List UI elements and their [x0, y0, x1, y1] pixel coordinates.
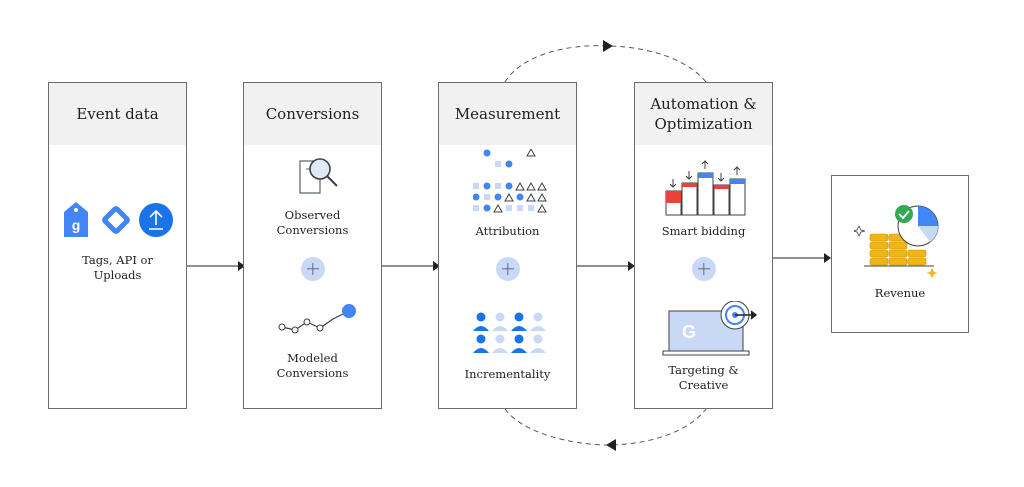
attribution-label: Attribution — [475, 224, 540, 238]
stage-title: Measurement — [439, 83, 576, 145]
bid-bars-icon — [664, 155, 748, 221]
trend-line-icon — [277, 301, 357, 339]
modeled-conversions-label: Modeled Conversions — [276, 351, 349, 380]
laptop-target-icon: G — [661, 300, 761, 361]
loop-top-dashed — [504, 45, 707, 83]
connector-arrow-1 — [238, 261, 245, 271]
coins-pie-icon — [852, 204, 946, 288]
targeting-creative-label: Targeting & Creative — [668, 363, 739, 392]
plus-icon — [301, 257, 325, 281]
upload-icon — [138, 202, 174, 242]
stage-conversions: Conversions Observed Conversions Modeled… — [243, 82, 382, 409]
revenue-label: Revenue — [874, 286, 926, 300]
incrementality-label: Incrementality — [464, 367, 551, 381]
stage-title: Automation & Optimization — [635, 83, 772, 145]
outcome-revenue: Revenue — [831, 175, 969, 333]
stage-automation-optimization: Automation & Optimization Sma — [634, 82, 773, 409]
stage-measurement: Measurement Attribution — [438, 82, 577, 409]
svg-text:G: G — [682, 322, 696, 342]
loop-back-arrow — [606, 439, 616, 451]
stage-title: Event data — [49, 83, 186, 145]
attribution-dots-icon — [472, 147, 547, 217]
tag-manager-icon — [98, 202, 134, 242]
smart-bidding-label: Smart bidding — [661, 224, 746, 238]
svg-text:g: g — [72, 217, 81, 233]
connector-arrow-3 — [628, 261, 635, 271]
connector-arrow-2 — [433, 261, 440, 271]
stage-title: Conversions — [244, 83, 381, 145]
google-tag-icon: g — [62, 200, 90, 244]
plus-icon — [496, 257, 520, 281]
observed-conversions-label: Observed Conversions — [276, 208, 349, 237]
loop-forward-arrow — [603, 40, 613, 52]
magnifier-document-icon — [296, 155, 342, 199]
plus-icon — [692, 257, 716, 281]
connector-arrow-4 — [824, 253, 831, 263]
loop-bottom-dashed — [504, 408, 707, 446]
people-groups-icon — [473, 312, 547, 358]
tags-api-uploads-label: Tags, API or Uploads — [82, 253, 153, 282]
stage-event-data: Event data g Tags, API or Uploads — [48, 82, 187, 409]
